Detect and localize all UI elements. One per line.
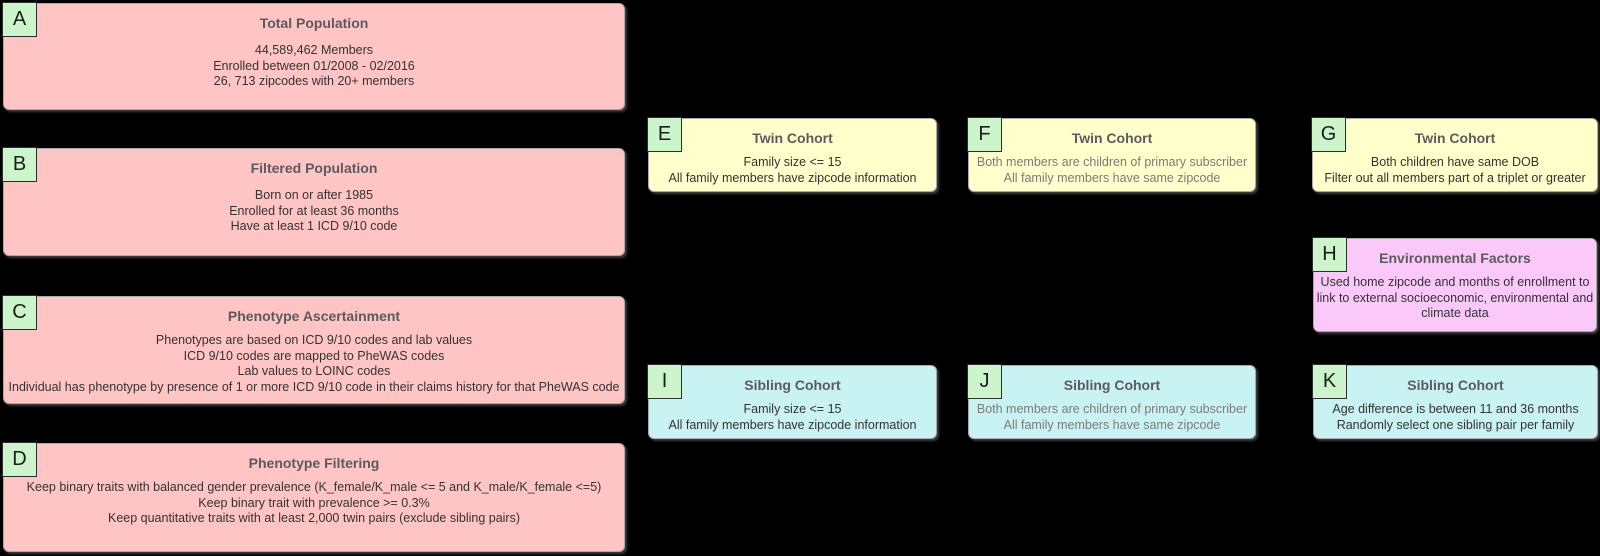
node-title: Phenotype Ascertainment [227, 308, 401, 324]
node-text-line: Enrolled for at least 36 months [229, 203, 399, 218]
node-text-line: All family members have same zipcode [1003, 417, 1221, 432]
node-text-line: Born on or after 1985 [254, 188, 374, 202]
node-title: Environmental Factors [1379, 250, 1531, 266]
node-text-line: Have at least 1 ICD 9/10 code [230, 219, 398, 233]
node-text-line: Keep binary trait with prevalence >= 0.3… [198, 495, 430, 510]
node-text-line: Family size <= 15 [743, 402, 842, 416]
node-text-line: Family size <= 15 [743, 155, 842, 169]
node-sibling-cohort-3: K Sibling Cohort Age difference is betwe… [1312, 364, 1598, 439]
node-title: Twin Cohort [752, 130, 833, 146]
node-text-line: Both members are children of primary sub… [976, 155, 1248, 169]
node-text-line: Individual has phenotype by presence of … [8, 379, 620, 394]
node-text-line: climate data [1421, 306, 1489, 320]
node-text-line: Both children have same DOB [1370, 155, 1540, 169]
node-title: Filtered Population [250, 160, 378, 176]
node-text-line: ICD 9/10 codes are mapped to PheWAS code… [183, 348, 445, 363]
node-letter-tag: D [2, 442, 37, 477]
node-text-line: link to external socioeconomic, environm… [1316, 290, 1594, 305]
node-text-line: Filter out all members part of a triplet… [1324, 170, 1586, 185]
node-text-line: All family members have zipcode informat… [668, 170, 917, 185]
node-twin-cohort-1: E Twin Cohort Family size <= 15 All fami… [647, 117, 937, 192]
node-text-line: Age difference is between 11 and 36 mont… [1332, 402, 1579, 416]
node-text-line: Phenotypes are based on ICD 9/10 codes a… [155, 333, 473, 347]
node-letter-tag: C [2, 295, 37, 330]
node-text-line: Enrolled between 01/2008 - 02/2016 [213, 58, 415, 73]
node-letter-tag: I [647, 364, 682, 399]
node-title: Sibling Cohort [1407, 377, 1504, 393]
node-phenotype-filtering: D Phenotype Filtering Keep binary traits… [2, 442, 625, 552]
node-text-line: All family members have zipcode informat… [668, 417, 917, 432]
node-letter-tag: F [967, 117, 1002, 152]
node-letter-tag: K [1312, 364, 1347, 399]
node-text-line: Keep quantitative traits with at least 2… [107, 511, 521, 525]
node-letter-tag: G [1311, 117, 1346, 152]
node-sibling-cohort-1: I Sibling Cohort Family size <= 15 All f… [647, 364, 937, 439]
node-text-line: 44,589,462 Members [254, 43, 374, 57]
node-text-line: Used home zipcode and months of enrollme… [1320, 275, 1590, 289]
node-title: Twin Cohort [1414, 130, 1496, 146]
node-title: Sibling Cohort [1063, 377, 1161, 393]
node-text-line: All family members have same zipcode [1003, 170, 1221, 185]
node-twin-cohort-2: F Twin Cohort Both members are children … [967, 117, 1256, 192]
node-twin-cohort-3: G Twin Cohort Both children have same DO… [1311, 117, 1598, 192]
node-letter-tag: B [2, 147, 37, 182]
node-text-line: Both members are children of primary sub… [976, 402, 1248, 416]
node-text-line: 26, 713 zipcodes with 20+ members [213, 74, 415, 88]
node-text-line: Randomly select one sibling pair per fam… [1336, 417, 1575, 432]
node-title: Phenotype Filtering [248, 455, 380, 471]
node-total-population: A Total Population 44,589,462 Members En… [2, 2, 625, 110]
node-title: Twin Cohort [1071, 130, 1153, 146]
node-text-line: Keep binary traits with balanced gender … [26, 480, 602, 494]
node-filtered-population: B Filtered Population Born on or after 1… [2, 147, 625, 256]
node-sibling-cohort-2: J Sibling Cohort Both members are childr… [967, 364, 1256, 439]
node-letter-tag: A [2, 2, 37, 37]
node-phenotype-ascertainment: C Phenotype Ascertainment Phenotypes are… [2, 295, 625, 404]
node-environmental-factors: H Environmental Factors Used home zipcod… [1312, 237, 1597, 332]
node-title: Sibling Cohort [744, 377, 841, 393]
node-text-line: Lab values to LOINC codes [237, 364, 391, 378]
node-letter-tag: J [967, 364, 1002, 399]
node-letter-tag: E [647, 117, 682, 152]
node-title: Total Population [259, 15, 369, 31]
node-letter-tag: H [1312, 237, 1347, 272]
